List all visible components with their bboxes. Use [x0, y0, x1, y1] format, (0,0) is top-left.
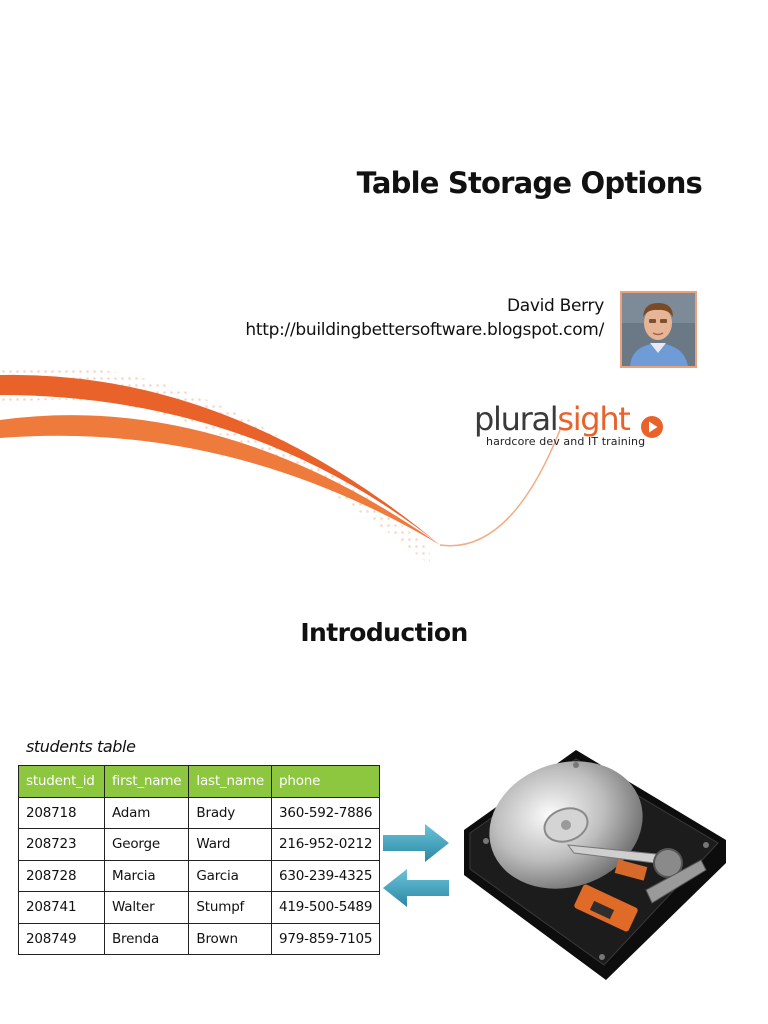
table-cell: Marcia — [103, 859, 190, 892]
pluralsight-logo: pluralsight hardcore dev and IT training — [474, 401, 674, 461]
table-cell: 208718 — [18, 796, 105, 829]
introduction-slide: Introduction students table student_id f… — [0, 590, 768, 1024]
title-slide: Table Storage Options David Berry http:/… — [0, 166, 703, 565]
table-cell: Stumpf — [188, 891, 273, 924]
logo-tagline: hardcore dev and IT training — [486, 435, 646, 448]
table-cell: Adam — [103, 796, 190, 829]
table-cell: 630-239-4325 — [271, 859, 381, 892]
table-cell: 979-859-7105 — [271, 922, 381, 955]
swoosh-graphic — [0, 366, 561, 565]
author-block: David Berry http://buildingbettersoftwar… — [245, 294, 604, 342]
arrow-left-icon — [383, 869, 449, 907]
table-cell: Brown — [188, 922, 273, 955]
table-row: 208718 Adam Brady 360-592-7886 — [18, 796, 381, 829]
hard-drive-icon — [464, 750, 726, 980]
author-name: David Berry — [506, 296, 604, 316]
logo-wordmark: pluralsight — [474, 400, 631, 438]
students-table: student_id first_name last_name phone 20… — [18, 765, 381, 955]
table-cell: 208741 — [18, 891, 105, 924]
table-row: 208749 Brenda Brown 979-859-7105 — [18, 922, 381, 955]
table-header-row: student_id first_name last_name phone — [18, 765, 381, 798]
column-header: last_name — [188, 765, 273, 798]
table-cell: George — [103, 828, 190, 861]
table-cell: Garcia — [188, 859, 273, 892]
author-url: http://buildingbettersoftware.blogspot.c… — [245, 320, 604, 340]
table-cell: Ward — [188, 828, 273, 861]
table-cell: Brady — [188, 796, 273, 829]
table-cell: 208728 — [18, 859, 105, 892]
table-cell: 208749 — [18, 922, 105, 955]
slide-title: Table Storage Options — [356, 166, 703, 200]
play-icon — [641, 416, 663, 438]
table-cell: 216-952-0212 — [271, 828, 381, 861]
table-row: 208728 Marcia Garcia 630-239-4325 — [18, 859, 381, 892]
table-cell: 419-500-5489 — [271, 891, 381, 924]
column-header: student_id — [18, 765, 105, 798]
arrow-right-icon — [383, 824, 449, 862]
table-cell: Brenda — [103, 922, 190, 955]
table-cell: Walter — [103, 891, 190, 924]
table-row: 208723 George Ward 216-952-0212 — [18, 828, 381, 861]
slide-title: Introduction — [300, 618, 468, 647]
table-caption: students table — [26, 737, 136, 756]
table-row: 208741 Walter Stumpf 419-500-5489 — [18, 891, 381, 924]
author-photo — [620, 291, 697, 368]
table-cell: 360-592-7886 — [271, 796, 381, 829]
table-cell: 208723 — [18, 828, 105, 861]
column-header: phone — [271, 765, 381, 798]
column-header: first_name — [103, 765, 190, 798]
